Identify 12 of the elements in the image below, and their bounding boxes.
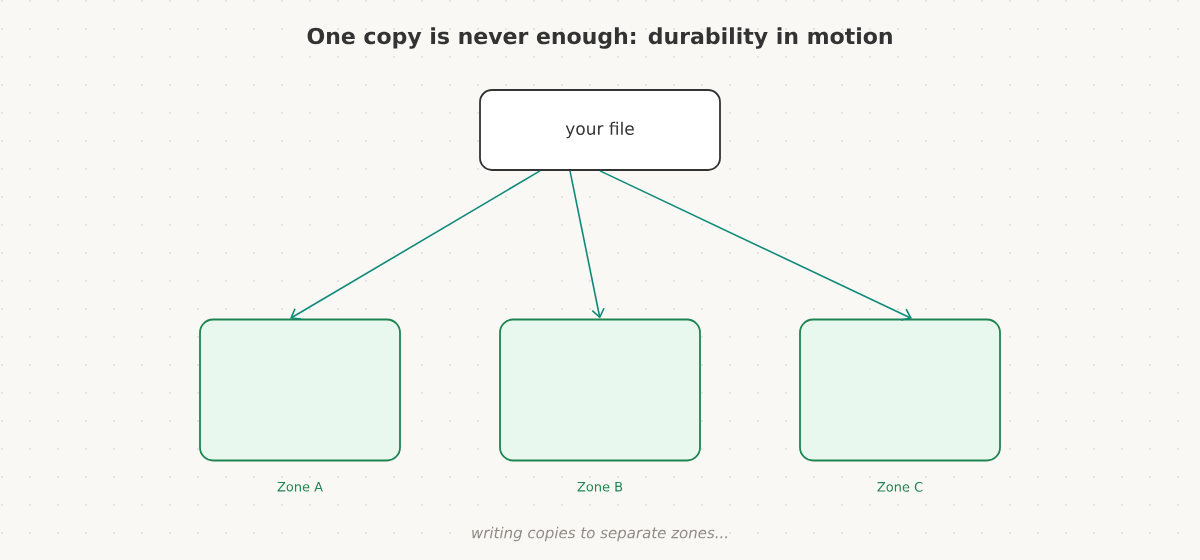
zone-label: Zone A [277,481,323,492]
arrow [599,170,912,321]
file-box: your file [479,89,721,171]
zone-label: Zone C [877,481,923,492]
zone-box [799,318,1001,462]
zone-label: Zone B [577,481,623,492]
zone-box [199,318,401,462]
diagram-title: One copy is never enough: durability in motion [307,27,892,49]
arrow [569,170,605,319]
zone-box [499,318,701,462]
arrow [290,170,541,320]
caption-text: writing copies to separate zones... [472,526,728,542]
